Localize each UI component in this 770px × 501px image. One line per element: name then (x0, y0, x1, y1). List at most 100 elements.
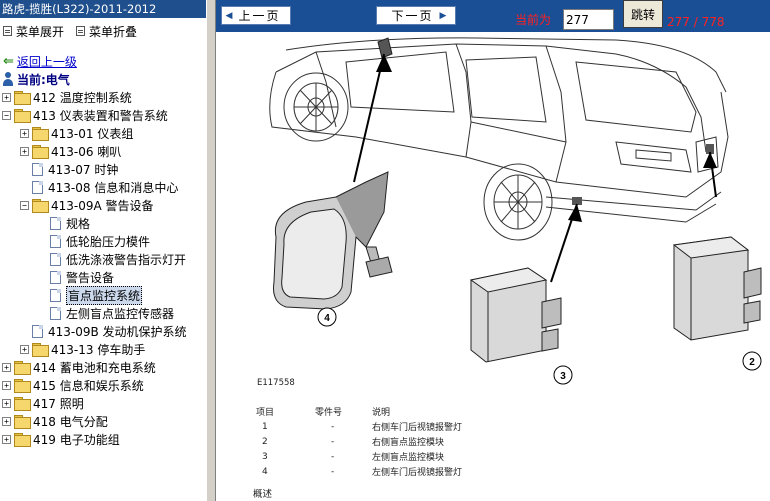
mirror-detail (273, 171, 393, 310)
prev-page-label: 上一页 (238, 9, 281, 23)
tree-item-label[interactable]: 413-01 仪表组 (51, 126, 134, 141)
expand-all-button[interactable]: 菜单展开 (3, 23, 64, 40)
tree-item[interactable]: +415 信息和娱乐系统 (0, 376, 206, 394)
user-icon (2, 72, 14, 86)
current-section-label: 当前:电气 (17, 72, 70, 87)
tree-item[interactable]: 低轮胎压力模件 (0, 232, 206, 250)
expand-icon[interactable]: + (2, 434, 11, 444)
tree-item-label[interactable]: 417 照明 (33, 396, 84, 411)
legend-description: 右侧盲点监控模块 (372, 438, 445, 448)
tree-item-label[interactable]: 413 仪表装置和警告系统 (33, 108, 168, 123)
document-icon (50, 306, 61, 320)
folder-icon (14, 397, 31, 411)
tree-item[interactable]: 警告设备 (0, 268, 206, 286)
figure-id: E117558 (257, 378, 295, 388)
tree-item-label[interactable]: 盲点监控系统 (66, 285, 143, 305)
tree-item-label[interactable]: 警告设备 (66, 270, 115, 285)
legend-row: 2 - 右侧盲点监控模块 (256, 434, 572, 449)
legend-description: 左侧盲点监控模块 (372, 453, 445, 463)
tree-item-label[interactable]: 413-09B 发动机保护系统 (48, 324, 187, 339)
back-link[interactable]: 返回上一级 (16, 54, 77, 69)
document-icon (32, 324, 43, 338)
tree-item[interactable]: 规格 (0, 214, 206, 232)
collapse-all-button[interactable]: 菜单折叠 (76, 23, 137, 40)
tree-item-label[interactable]: 418 电气分配 (33, 414, 108, 429)
legend-header-item: 项目 (256, 408, 275, 418)
folder-icon (32, 145, 49, 159)
document-icon (50, 234, 61, 248)
collapse-icon[interactable]: − (2, 110, 11, 120)
tree-item[interactable]: − 413 仪表装置和警告系统 (0, 106, 206, 124)
legend-item-number: 4 (262, 466, 268, 477)
folder-icon (14, 379, 31, 393)
collapse-icon[interactable]: − (20, 200, 29, 210)
legend-part-number: - (331, 436, 335, 447)
left-module-detail (469, 267, 562, 363)
legend-part-number: - (331, 421, 335, 432)
right-sensor-mark (706, 144, 714, 154)
triangle-right-icon: ▶ (439, 10, 447, 21)
document-icon (50, 270, 61, 284)
tree-item[interactable]: +417 照明 (0, 394, 206, 412)
tree-item[interactable]: 413-08 信息和消息中心 (0, 178, 206, 196)
legend-item-number: 2 (262, 436, 268, 447)
wheel-front (483, 163, 553, 241)
expand-icon[interactable]: + (2, 398, 11, 408)
vehicle-mirror (377, 37, 393, 59)
callout-4-label: 4 (324, 313, 330, 324)
tree-item[interactable]: +413-13 停车助手 (0, 340, 206, 358)
prev-page-button[interactable]: ◀ 上一页 (221, 6, 291, 25)
legend-description: 右侧车门后视镜报警灯 (372, 423, 463, 433)
tree-item[interactable]: +413-06 喇叭 (0, 142, 206, 160)
expand-icon[interactable]: + (2, 362, 11, 372)
tree-item-label[interactable]: 低轮胎压力模件 (66, 234, 151, 249)
tree-item[interactable]: 左侧盲点监控传感器 (0, 304, 206, 322)
tree-item-label[interactable]: 415 信息和娱乐系统 (33, 378, 144, 393)
tree-item[interactable]: 盲点监控系统 (0, 285, 206, 305)
menu-icon (3, 26, 12, 36)
tree-item[interactable]: 413-07 时钟 (0, 160, 206, 178)
tree-item-label[interactable]: 413-09A 警告设备 (51, 198, 154, 213)
tree-item-label[interactable]: 左侧盲点监控传感器 (66, 306, 175, 321)
expand-icon[interactable]: + (2, 380, 11, 390)
expand-icon[interactable]: + (2, 416, 11, 426)
tree-item-label[interactable]: 规格 (66, 216, 91, 231)
tree-item[interactable]: +413-01 仪表组 (0, 124, 206, 142)
next-page-button[interactable]: 下一页 ▶ (376, 6, 456, 25)
expand-icon[interactable]: + (20, 146, 29, 156)
tree-item[interactable]: − 413-09A 警告设备 (0, 196, 206, 214)
tree-item-label[interactable]: 414 蓄电池和充电系统 (33, 360, 156, 375)
tree-item-label[interactable]: 413-13 停车助手 (51, 342, 146, 357)
page-count: 277 / 778 (667, 15, 725, 29)
callout-3: 3 (553, 365, 573, 385)
expand-icon[interactable]: + (2, 92, 11, 102)
tree-item-label[interactable]: 419 电子功能组 (33, 432, 120, 447)
pane-splitter[interactable] (206, 0, 216, 501)
tree-item[interactable]: +414 蓄电池和充电系统 (0, 358, 206, 376)
tree-item[interactable]: +418 电气分配 (0, 412, 206, 430)
leader-lines (353, 53, 717, 283)
tree-item-label[interactable]: 412 温度控制系统 (33, 90, 132, 105)
jump-button[interactable]: 跳转 (623, 0, 663, 28)
document-icon (32, 162, 43, 176)
back-arrow-icon: ⇐ (3, 53, 14, 69)
legend-part-number: - (331, 451, 335, 462)
tree-item-label[interactable]: 413-08 信息和消息中心 (48, 180, 179, 195)
page-number-input[interactable] (563, 9, 614, 30)
tree-item-label[interactable]: 413-07 时钟 (48, 162, 119, 177)
triangle-left-icon: ◀ (225, 10, 233, 21)
vehicle-outline (269, 37, 729, 223)
tree-item[interactable]: 低洗涤液警告指示灯开 (0, 250, 206, 268)
expand-icon[interactable]: + (20, 344, 29, 354)
expand-icon[interactable]: + (20, 128, 29, 138)
tree-item[interactable]: +419 电子功能组 (0, 430, 206, 448)
folder-icon (14, 109, 31, 123)
tree-item[interactable]: 413-09B 发动机保护系统 (0, 322, 206, 340)
legend-header-desc: 说明 (372, 408, 391, 418)
tree-item[interactable]: +412 温度控制系统 (0, 88, 206, 106)
tree-item-label[interactable]: 低洗涤液警告指示灯开 (66, 252, 187, 267)
tree-item-label[interactable]: 413-06 喇叭 (51, 144, 122, 159)
legend-description: 左侧车门后视镜报警灯 (372, 468, 463, 478)
